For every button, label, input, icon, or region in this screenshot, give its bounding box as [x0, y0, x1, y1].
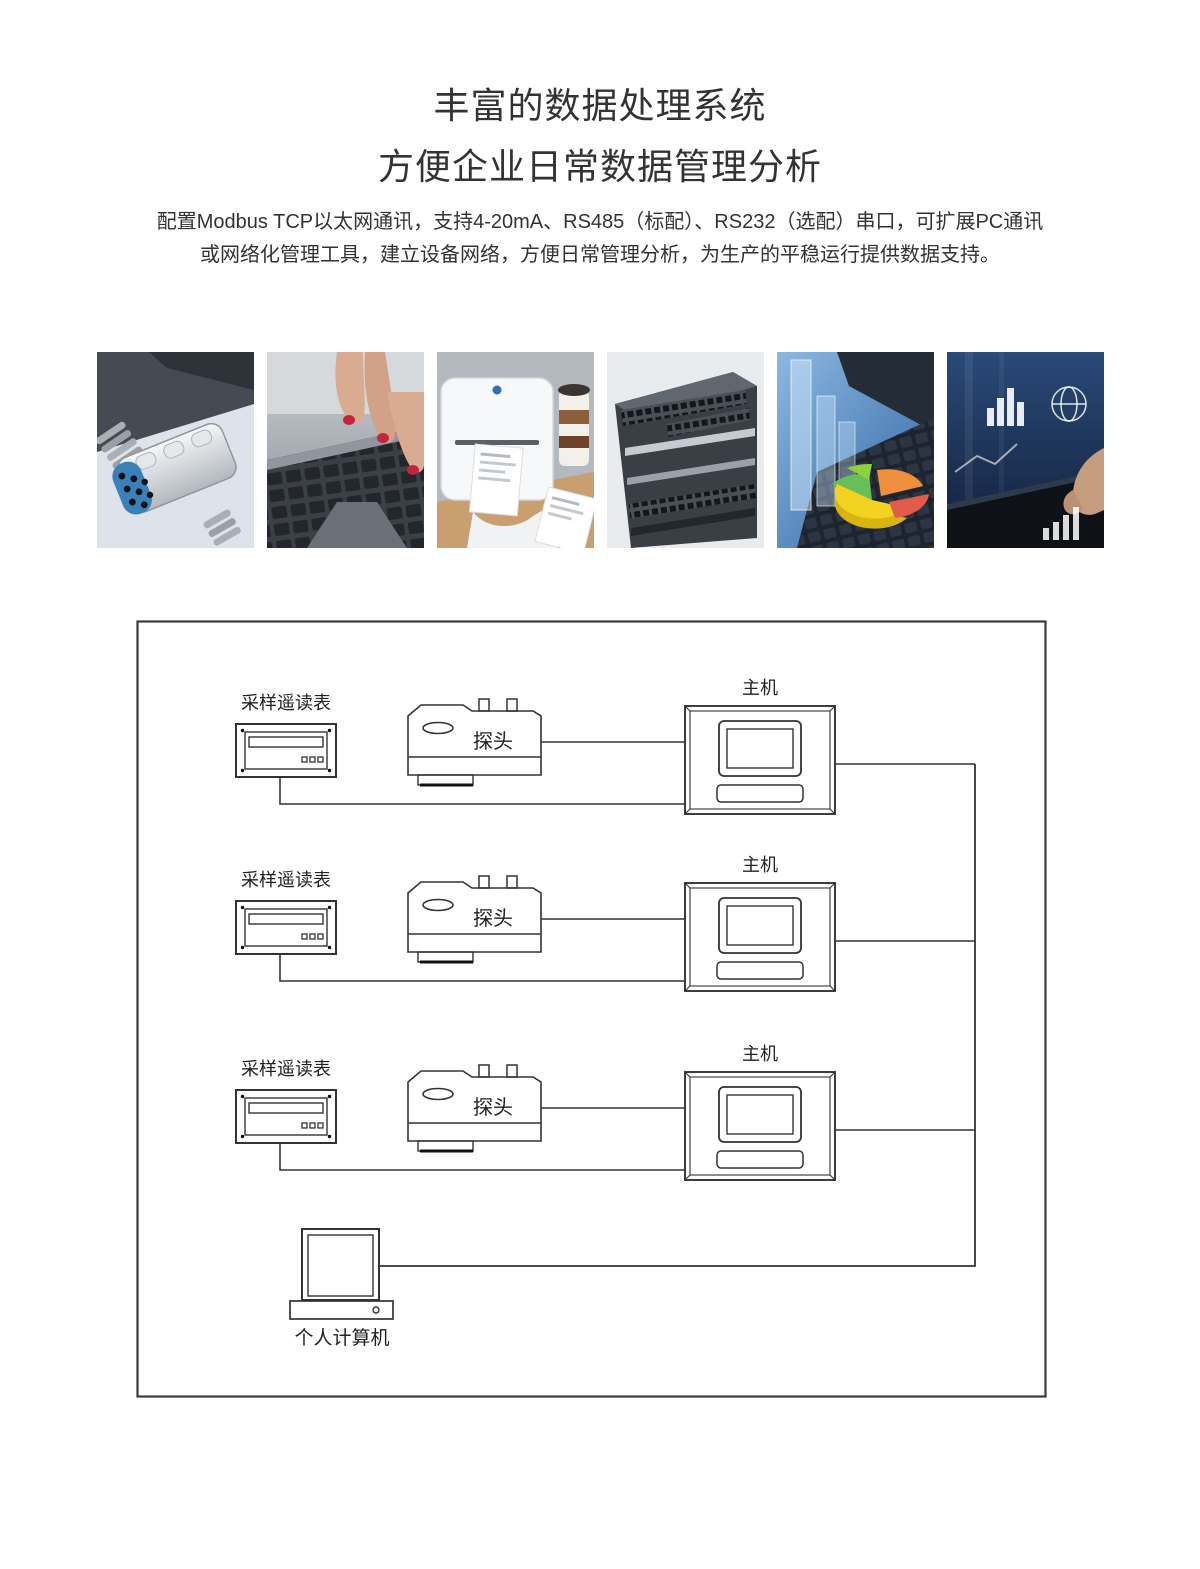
- tablet-analytics-photo: [947, 352, 1104, 548]
- db9-serial-connector-photo: [97, 352, 254, 548]
- bar-chart-glyph: [987, 388, 1024, 426]
- page-title-line1: 丰富的数据处理系统: [433, 85, 767, 126]
- label-slot: [455, 440, 539, 445]
- meter-label: 采样遥读表: [241, 1059, 331, 1079]
- probe-label: 探头: [473, 730, 513, 753]
- pie-chart-shape: [832, 463, 929, 529]
- laptop-typing-photo: [267, 352, 424, 548]
- system-diagram: 采样遥读表 探头 主机 采样遥读表 探头 主机 采样遥读表 探头 主机 个人计算…: [136, 620, 1047, 1398]
- pc-device: [289, 1228, 394, 1320]
- diagram-border: [136, 620, 1047, 1398]
- label-sheet: [534, 486, 594, 548]
- data-charts-photo: [777, 352, 934, 548]
- trackpad: [307, 502, 407, 548]
- host-label: 主机: [742, 678, 778, 698]
- pc-power-button: [372, 1306, 380, 1314]
- photo-strip: [97, 352, 1104, 548]
- hands: [335, 352, 424, 475]
- coffee-cup: [558, 384, 590, 466]
- pc-label: 个人计算机: [294, 1327, 389, 1349]
- rising-bars-glyph: [1043, 507, 1079, 540]
- meter-label: 采样遥读表: [241, 870, 331, 890]
- label-printer-photo: [437, 352, 594, 548]
- intro-paragraph-line1: 配置Modbus TCP以太网通讯，支持4-20mA、RS485（标配）、RS2…: [156, 211, 1044, 233]
- globe-glyph: [1051, 386, 1087, 422]
- intro-paragraph: 配置Modbus TCP以太网通讯，支持4-20mA、RS485（标配）、RS2…: [140, 206, 1060, 272]
- probe-label: 探头: [473, 907, 513, 930]
- intro-paragraph-line2: 或网络化管理工具，建立设备网络，方便日常管理分析，为生产的平稳运行提供数据支持。: [200, 244, 1000, 266]
- pc-screen: [307, 1234, 374, 1297]
- bus-line: [379, 764, 976, 1267]
- page-title: 丰富的数据处理系统 方便企业日常数据管理分析: [0, 75, 1200, 197]
- page-title-line2: 方便企业日常数据管理分析: [377, 146, 822, 187]
- laptop-screen: [837, 352, 934, 432]
- system-diagram-svg: 采样遥读表 探头 主机 采样遥读表 探头 主机 采样遥读表 探头 主机 个人计算…: [136, 620, 1047, 1398]
- cable-corrugation-2: [203, 509, 241, 546]
- probe-label: 探头: [473, 1096, 513, 1119]
- printer: [440, 377, 557, 548]
- printer-logo-dot: [492, 385, 502, 395]
- host-label: 主机: [742, 1044, 778, 1064]
- meter-label: 采样遥读表: [241, 693, 331, 713]
- pc-base: [289, 1300, 394, 1320]
- connector-body: [112, 422, 237, 515]
- plc-module-photo: [607, 352, 764, 548]
- host-label: 主机: [742, 855, 778, 875]
